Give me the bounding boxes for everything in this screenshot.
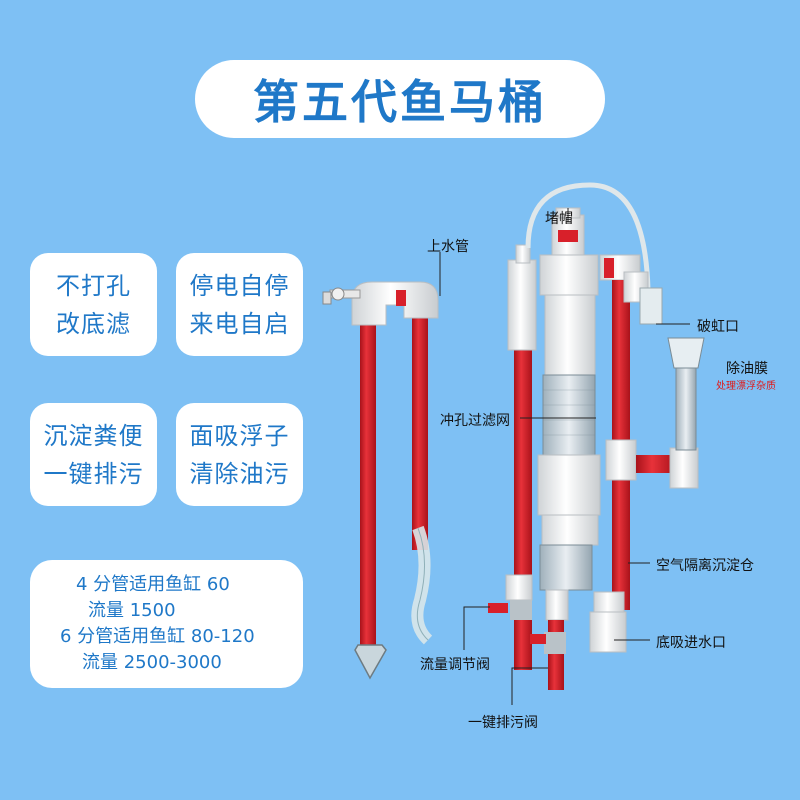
feature-card-no-drilling: 不打孔 改底滤: [30, 253, 157, 356]
feature-line: 来电自启: [189, 309, 290, 338]
valve-body-1: [510, 600, 532, 620]
tap-spout: [322, 291, 332, 305]
spec-line: 4 分管适用鱼缸 60: [76, 574, 230, 595]
mid-collar: [537, 454, 601, 516]
cap-red-band: [558, 230, 578, 242]
red-band: [396, 290, 406, 306]
feature-line: 改底滤: [56, 309, 131, 338]
right-red-band: [604, 258, 614, 278]
spec-line: 流量 1500: [88, 600, 176, 621]
mesh-filter: [542, 374, 596, 456]
sediment-chamber: [539, 544, 593, 591]
suction-nozzle: [354, 644, 387, 680]
feature-card-surface-skimmer: 面吸浮子 清除油污: [176, 403, 303, 506]
bottom-intake: [589, 611, 627, 653]
callout-oil-film-remover: 除油膜: [726, 361, 768, 377]
valve-handle-2: [530, 634, 546, 644]
main-left-cap: [515, 244, 531, 264]
callout-air-chamber: 空气隔离沉淀仓: [656, 558, 754, 574]
main-left-coupler: [505, 574, 533, 601]
skimmer-feed-pipe: [636, 455, 676, 473]
inlet-pipe-left: [360, 305, 376, 645]
upper-body: [544, 294, 596, 376]
spec-line: 流量 2500-3000: [82, 652, 222, 673]
feature-line: 面吸浮子: [189, 421, 290, 450]
mesh-lines: [543, 389, 595, 436]
bottom-coupler: [593, 591, 625, 613]
drain-coupler: [545, 589, 569, 621]
mid-ring: [541, 514, 599, 546]
callout-bottom-inlet: 底吸进水口: [656, 635, 726, 651]
drain-pipe: [548, 620, 564, 690]
callout-flow-valve: 流量调节阀: [420, 657, 490, 673]
feature-line: 一键排污: [43, 459, 144, 488]
feature-line: 清除油污: [189, 459, 290, 488]
feature-line: 沉淀粪便: [43, 421, 144, 450]
spec-line: 6 分管适用鱼缸 80-120: [60, 626, 255, 647]
siphon-break-block: [639, 287, 663, 325]
valve-handle-1: [488, 603, 508, 613]
callout-oil-film-note: 处理漂浮杂质: [716, 381, 776, 392]
inlet-pipe-assembly: [322, 281, 439, 680]
main-left-pipe: [514, 280, 532, 670]
valve-body-2: [544, 632, 566, 654]
feature-line: 不打孔: [56, 271, 131, 300]
skimmer-float: [667, 337, 705, 369]
callout-mesh-filter: 冲孔过滤网: [440, 413, 510, 429]
title-banner: 第五代鱼马桶: [195, 60, 605, 138]
right-tee-lower: [605, 439, 637, 481]
tap-knob: [331, 287, 345, 301]
inlet-pipe-right: [412, 305, 428, 550]
callout-inlet-pipe: 上水管: [427, 239, 469, 255]
main-left-fitting: [507, 259, 537, 351]
siphon-tube: [525, 182, 651, 291]
feature-line: 停电自停: [189, 271, 290, 300]
callout-cap: 堵帽: [545, 211, 573, 227]
skimmer-elbow: [669, 447, 699, 489]
feature-card-power-auto: 停电自停 来电自启: [176, 253, 303, 356]
central-column: [530, 207, 601, 690]
callout-siphon-break: 破虹口: [697, 319, 739, 335]
feature-card-sediment-drain: 沉淀粪便 一键排污: [30, 403, 157, 506]
leader-lines: [439, 208, 690, 705]
flex-hose-edge: [416, 527, 429, 641]
upper-collar: [539, 254, 599, 296]
skimmer-column: [675, 359, 697, 451]
callout-drain-valve: 一键排污阀: [468, 715, 538, 731]
specs-card: 4 分管适用鱼缸 60 流量 1500 6 分管适用鱼缸 80-120 流量 2…: [30, 560, 303, 688]
page-title: 第五代鱼马桶: [253, 75, 547, 129]
